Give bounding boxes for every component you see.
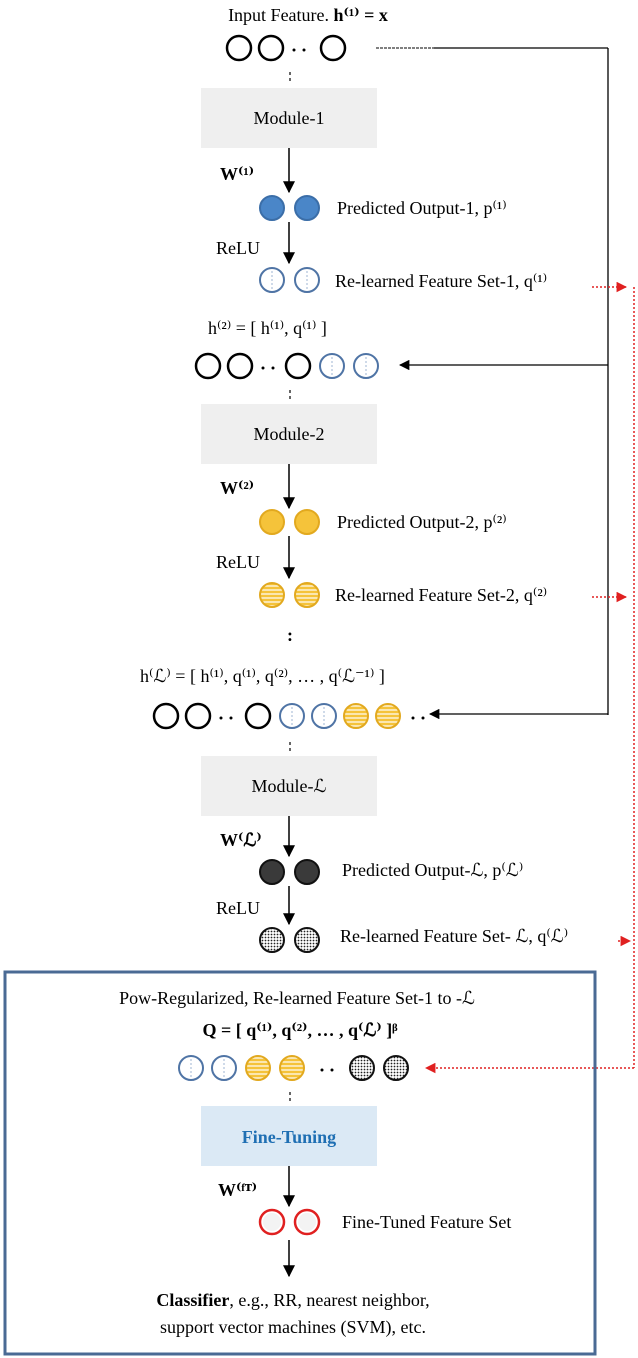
relu-L: ReLU [216, 898, 260, 918]
classifier-line-2: support vector machines (SVM), etc. [160, 1317, 426, 1338]
relearned-feature-L-label: Re-learned Feature Set- ℒ, q⁽ℒ⁾ [340, 926, 568, 946]
relearned-feature-1-nodes [259, 267, 320, 293]
fine-tuned-feature-label: Fine-Tuned Feature Set [342, 1212, 511, 1232]
module-1-box [201, 88, 377, 148]
relearned-feature-1-label: Re-learned Feature Set-1, q⁽¹⁾ [335, 271, 547, 291]
h2-nodes [194, 352, 379, 380]
hL-equation: h⁽ℒ⁾ = [ h⁽¹⁾, q⁽¹⁾, q⁽²⁾, … , q⁽ℒ⁻¹⁾ ] [140, 666, 385, 686]
vertical-ellipsis: : [287, 625, 293, 645]
weight-w1: W⁽¹⁾ [220, 164, 254, 184]
fine-tuning-box [201, 1106, 377, 1166]
module-2-box [201, 404, 377, 464]
hL-nodes [152, 702, 425, 730]
relearned-feature-2-nodes [259, 582, 320, 608]
fine-tuning-label: Fine-Tuning [242, 1127, 336, 1147]
relu-1: ReLU [216, 238, 260, 258]
input-label: Input Feature. h⁽¹⁾ = x [228, 5, 388, 25]
fine-tuned-feature-nodes [258, 1208, 321, 1236]
relu-2: ReLU [216, 552, 260, 572]
predicted-output-1-nodes [259, 195, 320, 221]
Q-nodes [178, 1055, 409, 1081]
weight-wL: W⁽ℒ⁾ [220, 830, 262, 850]
predicted-output-2-label: Predicted Output-2, p⁽²⁾ [337, 512, 507, 532]
skip-connection-line [376, 47, 609, 720]
predicted-output-L-nodes [259, 859, 320, 885]
pow-regularized-title: Pow-Regularized, Re-learned Feature Set-… [119, 988, 475, 1008]
relearned-feature-2-label: Re-learned Feature Set-2, q⁽²⁾ [335, 585, 547, 605]
predicted-output-2-nodes [259, 509, 320, 535]
classifier-line-1: Classifier, e.g., RR, nearest neighbor, [156, 1290, 429, 1310]
module-L-label: Module-ℒ [252, 776, 327, 796]
module-L-box [201, 756, 377, 816]
module-2-label: Module-2 [254, 424, 325, 444]
relearned-feature-L-nodes [259, 927, 320, 953]
input-nodes [225, 34, 347, 62]
fine-tuning-panel [3, 970, 597, 1356]
weight-wFT: W⁽ᶠᵀ⁾ [218, 1180, 257, 1200]
predicted-output-1-label: Predicted Output-1, p⁽¹⁾ [337, 198, 507, 218]
module-1-label: Module-1 [254, 108, 325, 128]
red-dotted-connectors [424, 281, 635, 1074]
weight-w2: W⁽²⁾ [220, 478, 254, 498]
predicted-output-L-label: Predicted Output-ℒ, p⁽ℒ⁾ [342, 860, 523, 880]
Q-equation: Q = [ q⁽¹⁾, q⁽²⁾, … , q⁽ℒ⁾ ]ᵝ [203, 1020, 399, 1040]
h2-equation: h⁽²⁾ = [ h⁽¹⁾, q⁽¹⁾ ] [208, 318, 327, 338]
